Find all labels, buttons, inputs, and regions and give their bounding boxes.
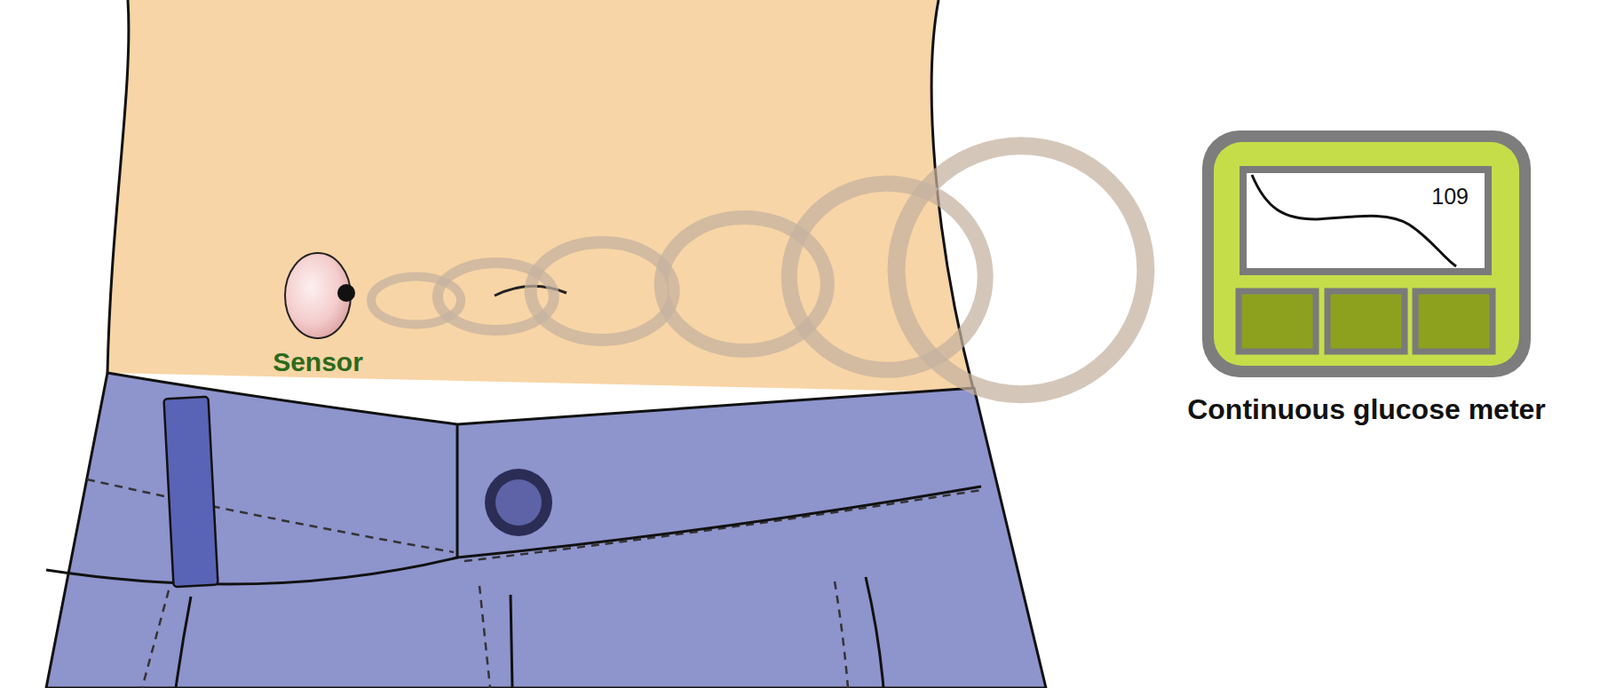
fly-stitch <box>479 586 491 688</box>
belt-loop <box>163 396 218 587</box>
meter-label: Continuous glucose meter <box>1187 393 1546 427</box>
pocket-stitch <box>142 590 169 688</box>
sensor-patch <box>264 251 372 341</box>
meter-button <box>1327 291 1405 352</box>
glucose-reading: 109 <box>1431 183 1469 210</box>
navel <box>494 285 567 296</box>
signal-ring <box>896 145 1147 395</box>
torso <box>107 0 975 393</box>
torso-outline <box>107 0 129 373</box>
pocket-line <box>175 596 191 688</box>
jeans <box>46 372 1046 688</box>
meter-screen: 109 <box>1239 166 1492 276</box>
meter-button <box>1238 291 1316 352</box>
meter-button <box>1415 291 1493 352</box>
signal-ring <box>530 242 674 341</box>
signal-ring <box>371 276 461 325</box>
signal-waves <box>371 145 1146 395</box>
waistband-edge <box>457 461 982 558</box>
stitch-line <box>87 479 454 553</box>
signal-ring <box>437 262 555 331</box>
pocket-line <box>865 577 884 688</box>
torso-outline <box>931 0 975 393</box>
sensor-node: Sensor <box>264 251 372 385</box>
signal-ring <box>661 217 828 351</box>
meter-case <box>1202 130 1531 378</box>
jeans-button <box>484 468 553 537</box>
trend-line <box>1251 174 1457 267</box>
waistband-seam <box>456 424 460 462</box>
waistband-edge <box>46 557 458 585</box>
jeans-button <box>495 479 542 526</box>
sensor-dot <box>337 284 356 302</box>
meter-node: Continuous glucose meter109 <box>1202 130 1531 437</box>
fly-line <box>510 594 513 688</box>
meter-face <box>1213 142 1520 366</box>
signal-ring <box>789 183 986 371</box>
sensor-label: Sensor <box>272 347 364 378</box>
pocket-stitch <box>834 581 848 688</box>
